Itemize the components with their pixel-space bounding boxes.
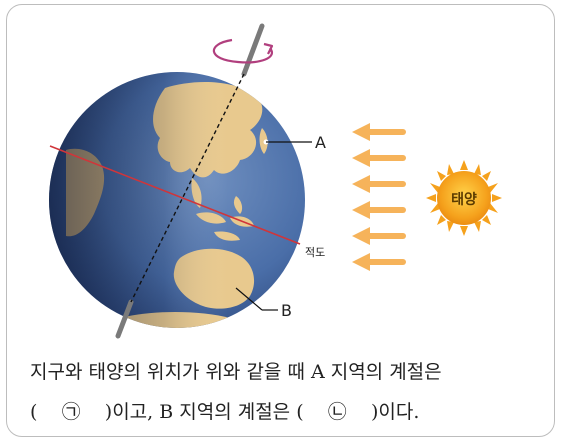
question-line-1: 지구와 태양의 위치가 위와 같을 때 A 지역의 계절은 [30,361,442,383]
sunlight-arrow [352,253,406,271]
question-line-2-mid: )이고, B 지역의 계절은 ( [104,401,304,423]
sun-label: 태양 [451,192,477,208]
sunlight-arrows [352,123,406,271]
equator-line [49,145,301,245]
sun-icon: 태양 [426,160,502,236]
question-line-2-end: )이다. [370,401,420,423]
label-a-marker: A [263,133,326,152]
rotation-axis [115,23,265,339]
sunlight-arrow [352,149,406,167]
sunlight-arrow [352,227,406,245]
question-text: 지구와 태양의 위치가 위와 같을 때 A 지역의 계절은 ( ㉠ )이고, B… [30,352,550,432]
blank-2: ㉡ [327,401,347,423]
sunlight-arrow [352,175,406,193]
rotation-arrow-icon [212,38,274,64]
earth [49,72,305,328]
question-line-2: ( ㉠ )이고, B 지역의 계절은 ( ㉡ )이다. [30,392,550,432]
open-paren: ( [30,401,38,423]
sunlight-arrow [352,123,406,141]
label-a: A [315,133,326,152]
equator-label: 적도 [305,246,325,259]
label-b: B [281,301,292,320]
sunlight-arrow [352,201,406,219]
label-b-marker: B [235,287,292,320]
blank-1: ㉠ [61,401,81,423]
